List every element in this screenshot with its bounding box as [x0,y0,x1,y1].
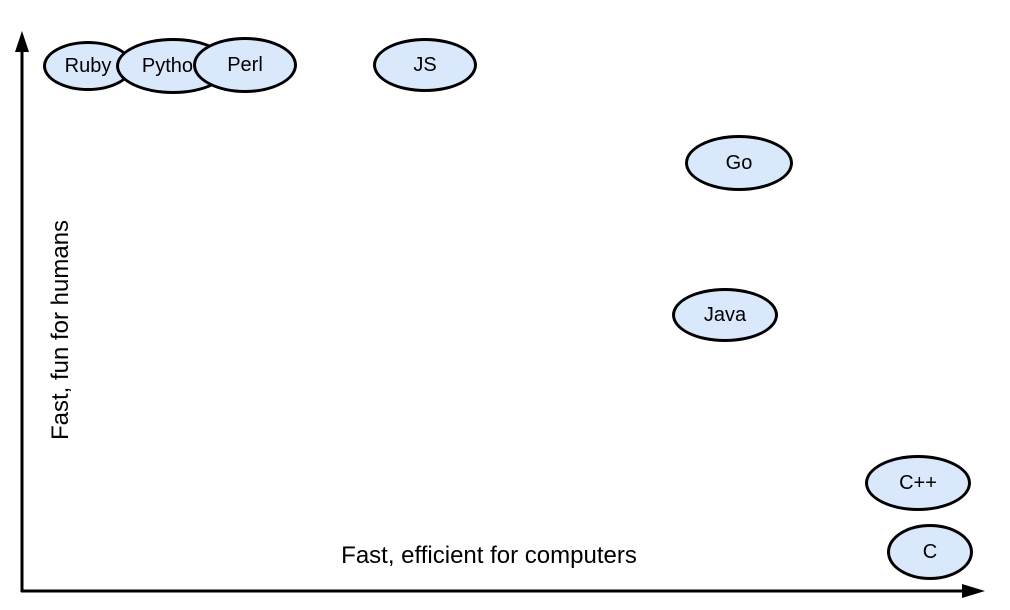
node-label: Python [141,55,205,77]
y-axis-label: Fast, fun for humans [47,219,74,441]
node-label: Perl [227,54,263,76]
node-ellipse-c[interactable]: C [887,524,973,580]
node-label: JS [413,54,437,76]
node-label: Go [725,152,753,174]
node-label: Ruby [64,55,112,77]
node-ellipse-js[interactable]: JS [373,38,477,92]
node-label: C++ [899,472,937,494]
x-axis-label: Fast, efficient for computers [341,542,637,569]
y-axis-arrowhead [15,31,29,52]
node-ellipse-cpp[interactable]: C++ [865,455,971,511]
node-ellipse-java[interactable]: Java [672,288,778,342]
node-ellipse-perl[interactable]: Perl [193,37,297,93]
node-label: Java [703,304,747,326]
x-axis-arrowhead [962,584,985,598]
node-label: C [922,541,938,563]
node-ellipse-go[interactable]: Go [685,135,793,191]
